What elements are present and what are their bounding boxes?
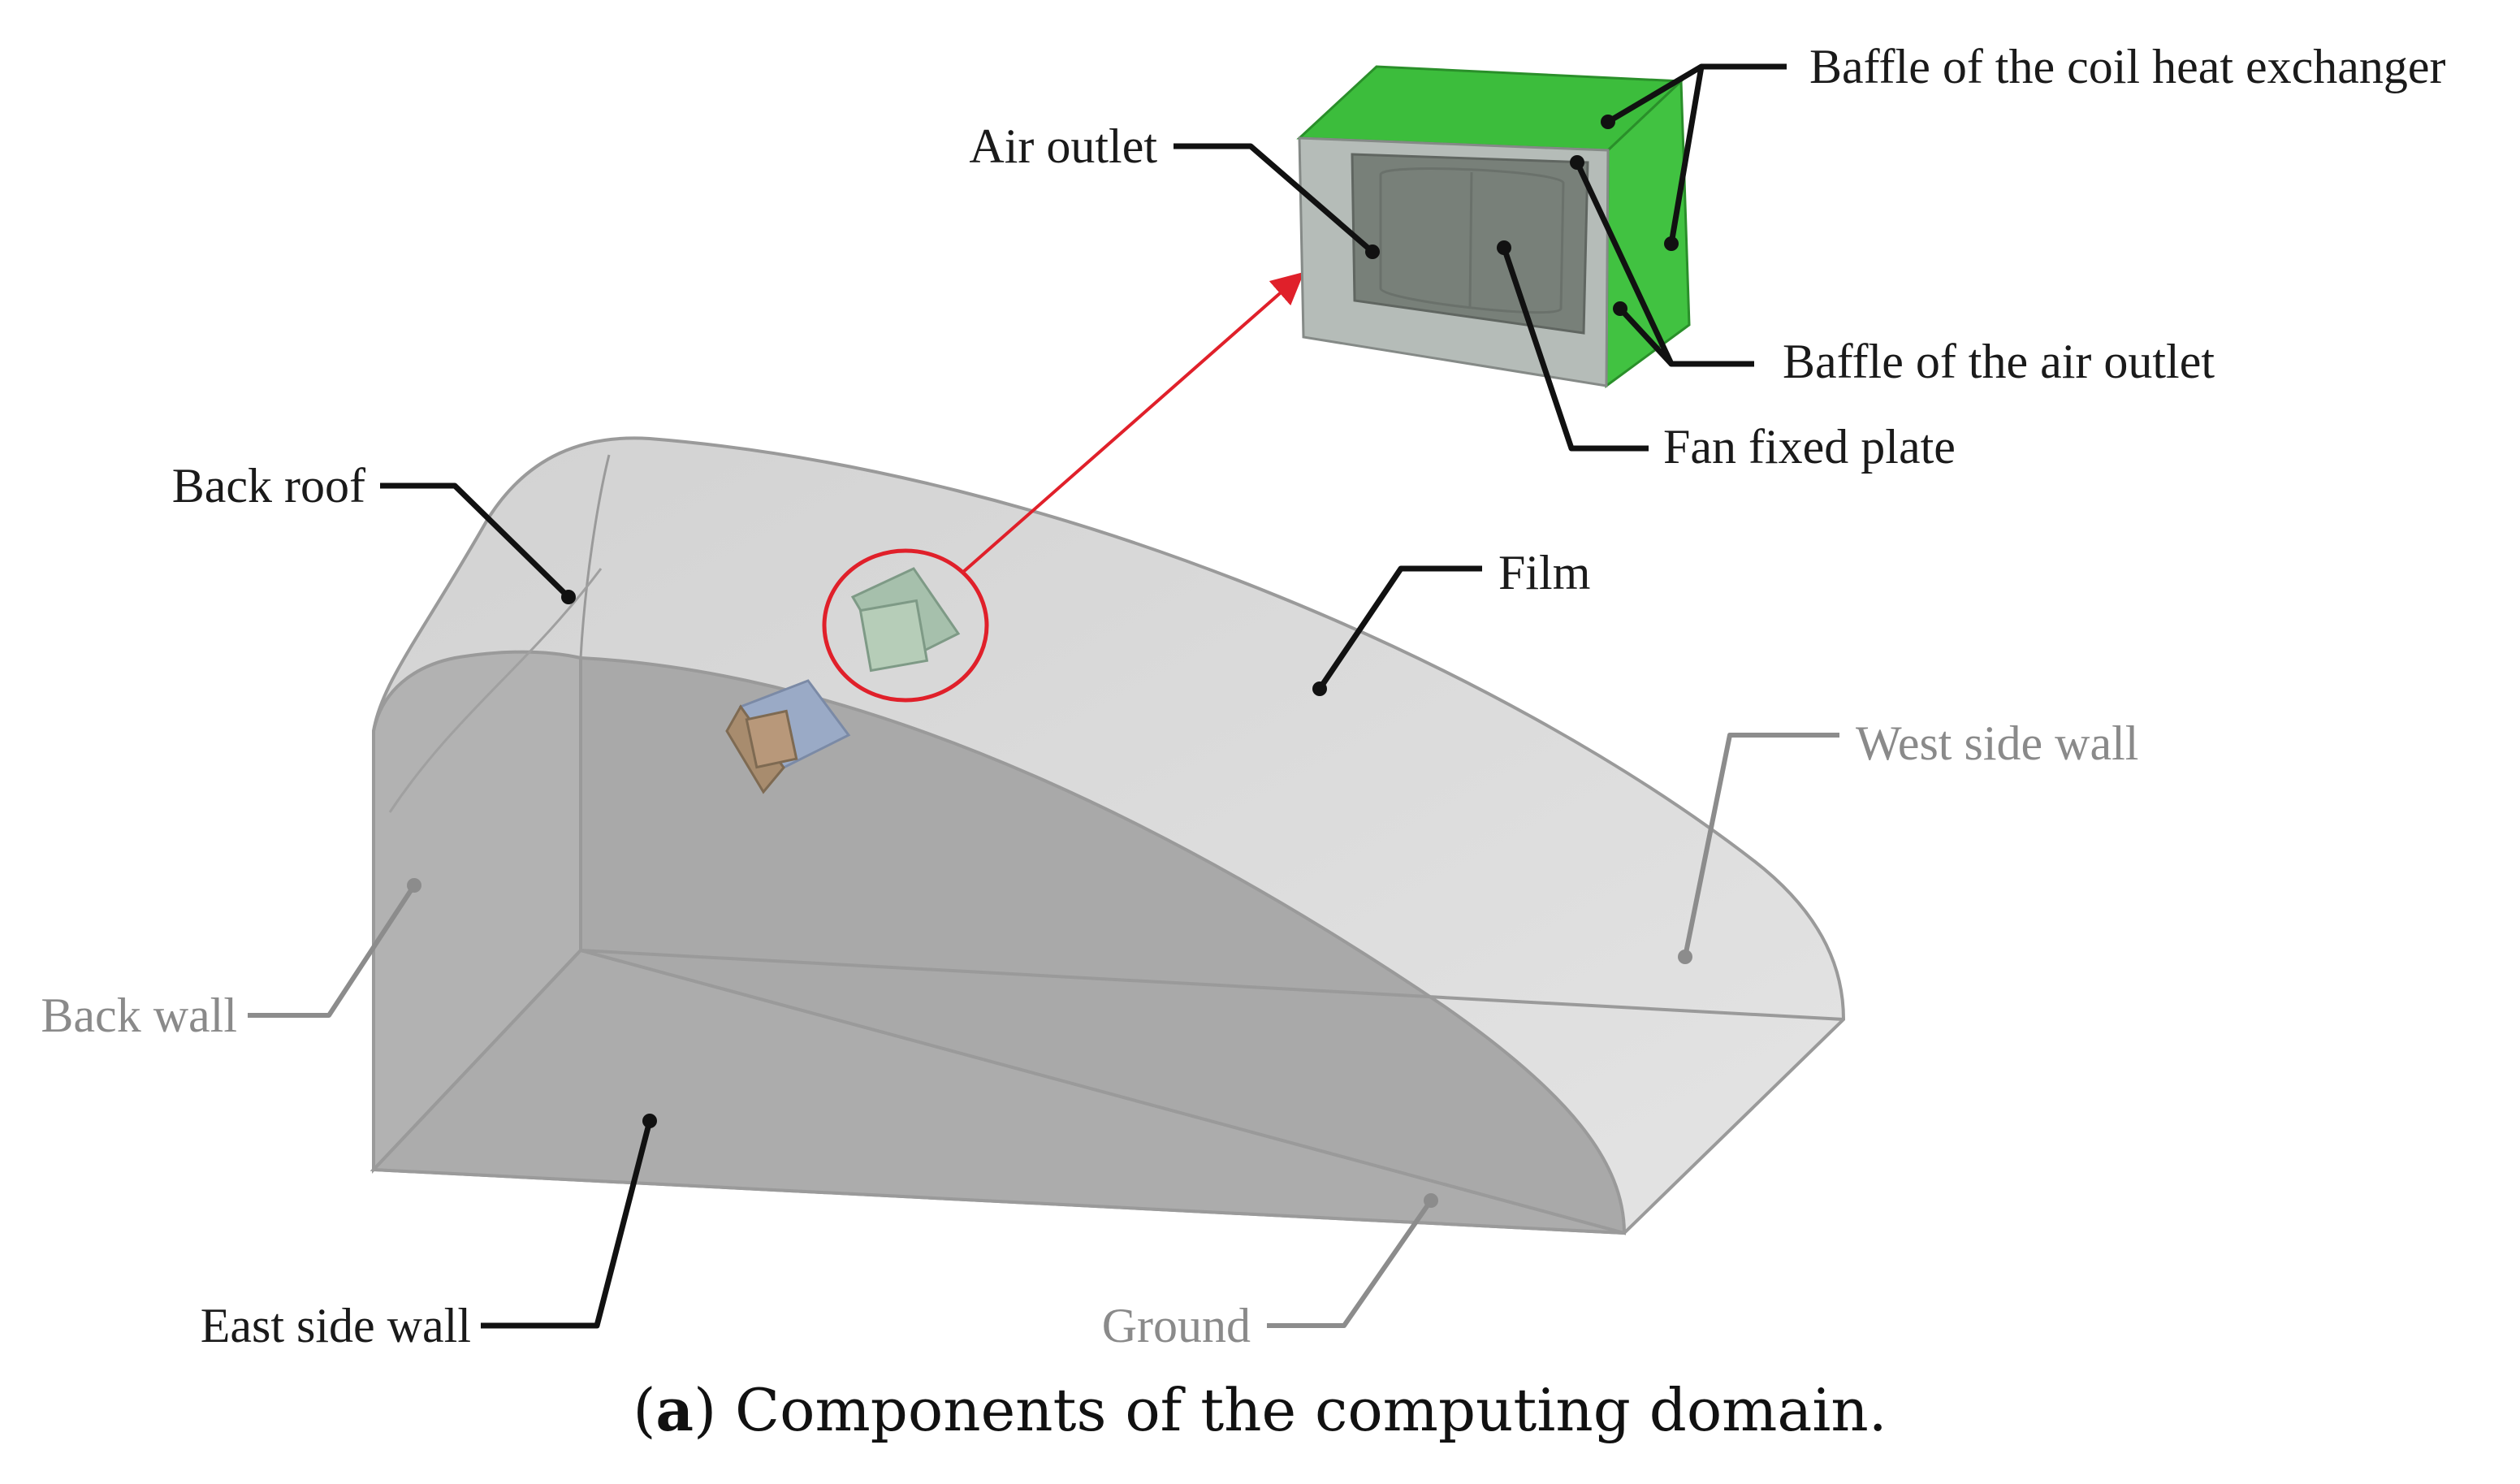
fan-unit-blue [725,679,851,794]
back-wall-face [372,650,582,1175]
label-back-roof: Back roof [172,459,365,513]
inner-side-profile [579,655,1627,1235]
caption-text: ) Components of the computing domain. [694,1376,1887,1444]
label-east-side-wall: East side wall [201,1299,471,1352]
label-film: Film [1498,546,1590,599]
label-fan-fixed-plate: Fan fixed plate [1663,420,1956,474]
label-air-outlet: Air outlet [969,119,1157,173]
leaders-gray [248,733,1839,1328]
computing-domain-diagram: Air outlet Baffle of the coil heat excha… [41,40,2446,1352]
back-roof-edge [579,454,611,950]
caption-letter: a [655,1375,694,1444]
fan-box-detail [1296,65,1691,388]
fan-unit-green [850,567,961,673]
label-baffle-coil: Baffle of the coil heat exchanger [1809,40,2446,93]
label-west-side-wall: West side wall [1856,716,2138,770]
figure-caption: (a) Components of the computing domain. [633,1375,1887,1444]
ground-edge [580,949,1844,1021]
label-ground: Ground [1102,1299,1251,1352]
fan-fixed-plate-shape [1379,167,1565,314]
highlight-arrow [961,271,1305,574]
leaders [380,63,1787,1329]
back-roof-edge-2 [388,568,603,813]
greenhouse-domain [370,436,1846,1235]
label-baffle-air-outlet: Baffle of the air outlet [1783,335,2215,388]
highlight-circle [822,548,989,703]
label-back-wall: Back wall [41,989,237,1042]
